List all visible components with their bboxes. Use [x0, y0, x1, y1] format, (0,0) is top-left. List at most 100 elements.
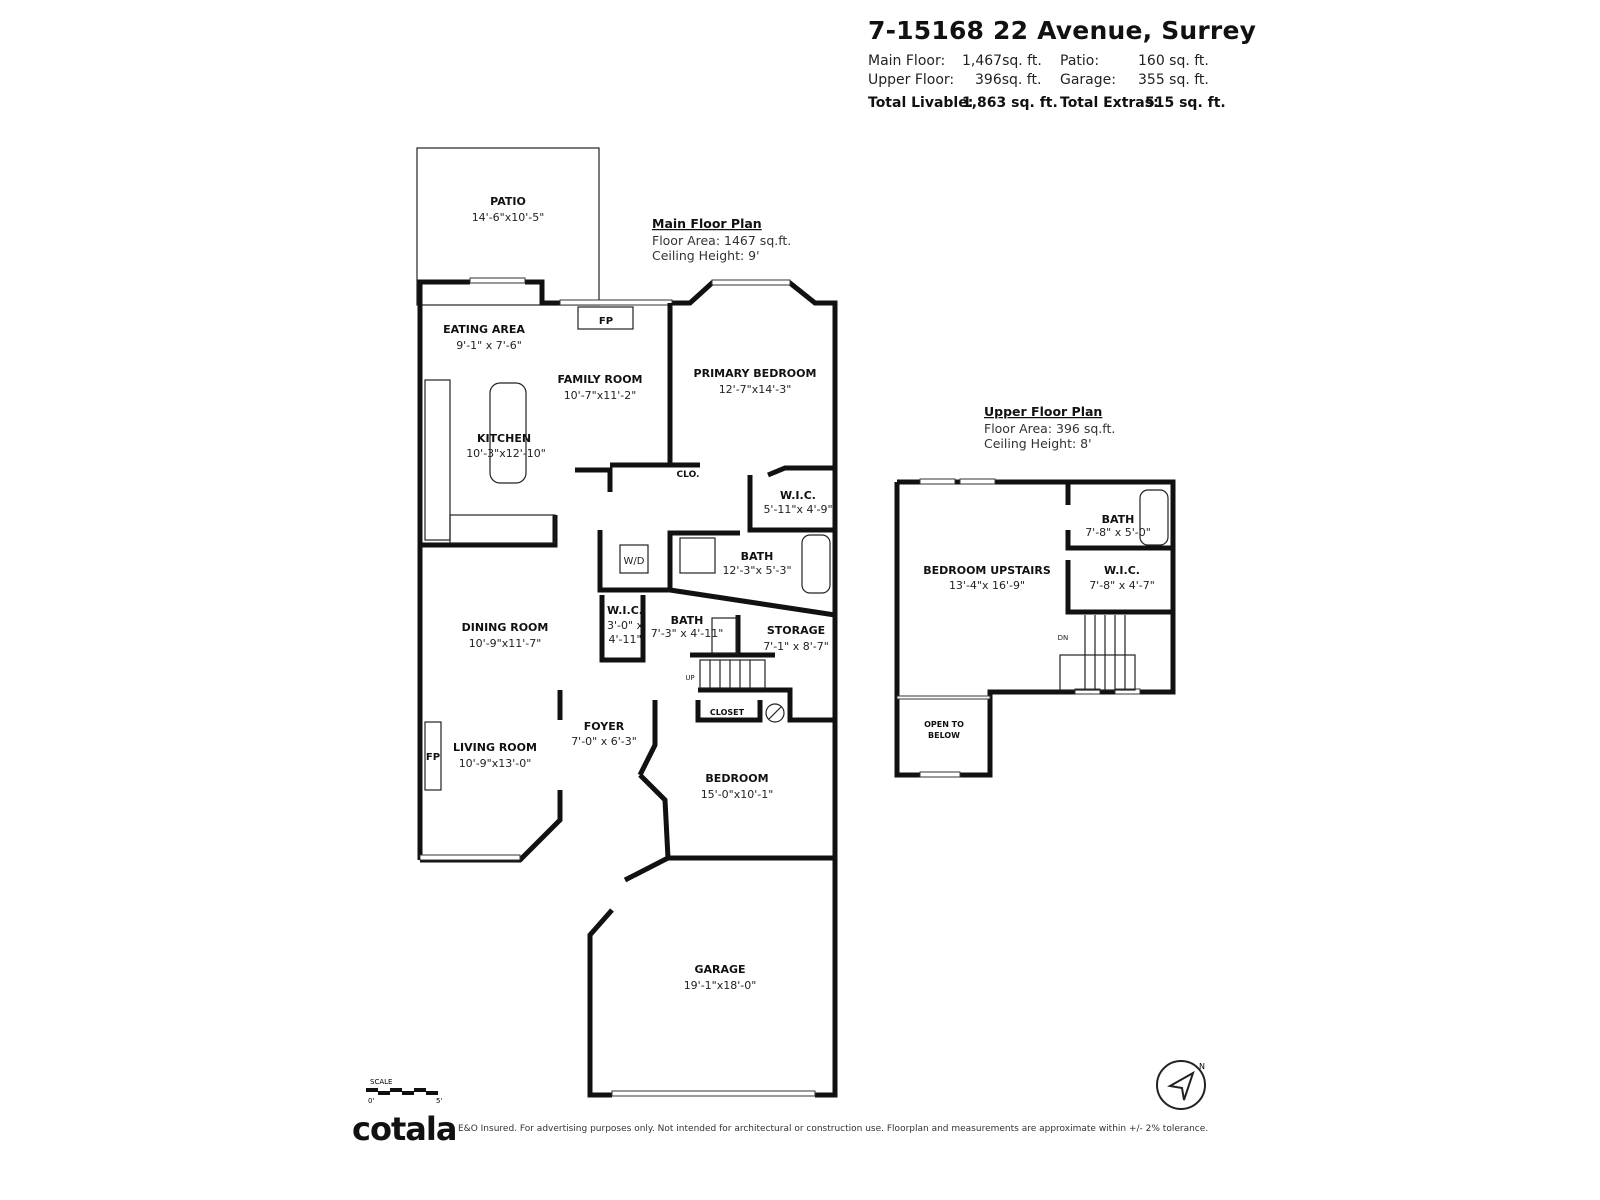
svg-text:7'-1" x 8'-7": 7'-1" x 8'-7": [763, 640, 829, 653]
water-heater: [765, 703, 785, 723]
svg-text:9'-1" x 7'-6": 9'-1" x 7'-6": [456, 339, 522, 352]
cotala-logo: cotala: [352, 1110, 457, 1148]
svg-text:10'-9"x11'-7": 10'-9"x11'-7": [469, 637, 542, 650]
garage-label: Garage:: [1060, 72, 1116, 88]
svg-text:15'-0"x10'-1": 15'-0"x10'-1": [701, 788, 774, 801]
svg-text:N: N: [1199, 1062, 1205, 1071]
upper-floor-value: 396sq. ft.: [975, 72, 1042, 88]
svg-text:W.I.C.: W.I.C.: [1104, 564, 1140, 577]
washer-dryer-label: W/D: [624, 556, 645, 567]
svg-text:0': 0': [368, 1097, 374, 1105]
main-plan-ceiling: Ceiling Height: 9': [652, 248, 760, 263]
patio-outline: [416, 147, 600, 306]
stairs-down-label: DN: [1058, 634, 1069, 642]
room-upper-wic: W.I.C. 7'-8" x 4'-7": [1089, 564, 1155, 592]
svg-text:7'-0" x 6'-3": 7'-0" x 6'-3": [571, 735, 637, 748]
disclaimer-text: E&O Insured. For advertising purposes on…: [458, 1124, 1209, 1134]
total-extras-value: 515 sq. ft.: [1145, 95, 1226, 111]
total-extras-label: Total Extras:: [1060, 95, 1159, 111]
svg-text:BATH: BATH: [741, 550, 774, 563]
svg-text:12'-7"x14'-3": 12'-7"x14'-3": [719, 383, 792, 396]
svg-text:19'-1"x18'-0": 19'-1"x18'-0": [684, 979, 757, 992]
upper-floor-walls: [894, 478, 1176, 778]
svg-text:3'-0" x: 3'-0" x: [607, 619, 644, 632]
svg-text:KITCHEN: KITCHEN: [477, 432, 531, 445]
svg-text:10'-7"x11'-2": 10'-7"x11'-2": [564, 389, 637, 402]
main-floor-value: 1,467sq. ft.: [962, 53, 1042, 69]
svg-text:EATING AREA: EATING AREA: [443, 323, 525, 336]
svg-text:LIVING ROOM: LIVING ROOM: [453, 741, 537, 754]
room-family: FAMILY ROOM 10'-7"x11'-2": [557, 373, 642, 402]
fireplace-family: [577, 306, 634, 330]
svg-text:W.I.C.: W.I.C.: [780, 489, 816, 502]
room-bedroom-upstairs: BEDROOM UPSTAIRS 13'-4"x 16'-9": [923, 564, 1051, 592]
main-floor-walls: [417, 277, 838, 1098]
room-kitchen: KITCHEN 10'-3"x12'-10": [466, 432, 546, 460]
svg-text:BATH: BATH: [1102, 513, 1135, 526]
scale-bar: SCALE 0' 5': [366, 1078, 442, 1105]
open-to-below: OPEN TO BELOW: [924, 720, 964, 740]
svg-text:BELOW: BELOW: [928, 731, 960, 740]
patio-label: Patio:: [1060, 53, 1100, 69]
garage-value: 355 sq. ft.: [1138, 72, 1209, 88]
upper-floor-label: Upper Floor:: [868, 72, 955, 88]
svg-text:7'-8" x 4'-7": 7'-8" x 4'-7": [1089, 579, 1155, 592]
fireplace-living: [424, 721, 442, 791]
shower: [679, 537, 716, 574]
svg-text:7'-3" x 4'-11": 7'-3" x 4'-11": [651, 627, 724, 640]
patio-value: 160 sq. ft.: [1138, 53, 1209, 69]
property-address-title: 7-15168 22 Avenue, Surrey: [868, 16, 1257, 45]
north-arrow-icon: N: [1156, 1060, 1206, 1110]
closet-label: CLOSET: [710, 708, 745, 717]
svg-text:14'-6"x10'-5": 14'-6"x10'-5": [472, 211, 545, 224]
upper-plan-heading: Upper Floor Plan: [984, 404, 1102, 419]
upper-plan-floor-area: Floor Area: 396 sq.ft.: [984, 421, 1115, 436]
svg-text:BEDROOM: BEDROOM: [705, 772, 768, 785]
svg-text:GARAGE: GARAGE: [694, 963, 745, 976]
total-livable-value: 1,863 sq. ft.: [962, 95, 1058, 111]
svg-text:12'-3"x 5'-3": 12'-3"x 5'-3": [722, 564, 791, 577]
svg-text:BEDROOM UPSTAIRS: BEDROOM UPSTAIRS: [923, 564, 1051, 577]
room-wic: W.I.C.3'-0" x4'-11": [607, 604, 644, 646]
svg-text:13'-4"x 16'-9": 13'-4"x 16'-9": [949, 579, 1025, 592]
room-living: LIVING ROOM 10'-9"x13'-0": [453, 741, 537, 770]
fireplace-label: FP: [599, 316, 613, 327]
room-primary-wic: W.I.C.5'-11"x 4'-9": [763, 489, 832, 516]
room-bedroom: BEDROOM 15'-0"x10'-1": [701, 772, 774, 801]
svg-text:PRIMARY BEDROOM: PRIMARY BEDROOM: [694, 367, 817, 380]
room-primary-bedroom: PRIMARY BEDROOM 12'-7"x14'-3": [694, 367, 817, 396]
stairs-upper: [1059, 615, 1136, 691]
upper-plan-ceiling: Ceiling Height: 8': [984, 436, 1092, 451]
svg-text:FOYER: FOYER: [584, 720, 625, 733]
svg-text:10'-3"x12'-10": 10'-3"x12'-10": [466, 447, 546, 460]
svg-text:7'-8" x 5'-0": 7'-8" x 5'-0": [1085, 526, 1151, 539]
room-foyer: FOYER 7'-0" x 6'-3": [571, 720, 637, 748]
svg-text:BATH: BATH: [671, 614, 704, 627]
main-plan-floor-area: Floor Area: 1467 sq.ft.: [652, 233, 791, 248]
svg-text:5'-11"x 4'-9": 5'-11"x 4'-9": [763, 503, 832, 516]
room-garage: GARAGE 19'-1"x18'-0": [684, 963, 757, 992]
closet-label: CLO.: [677, 470, 700, 480]
main-floor-fixtures: [424, 306, 831, 791]
room-eating-area: EATING AREA 9'-1" x 7'-6": [443, 323, 525, 352]
svg-text:OPEN TO: OPEN TO: [924, 720, 964, 729]
main-plan-heading: Main Floor Plan: [652, 216, 762, 231]
room-dining: DINING ROOM 10'-9"x11'-7": [462, 621, 549, 650]
svg-text:5': 5': [436, 1097, 442, 1105]
svg-text:10'-9"x13'-0": 10'-9"x13'-0": [459, 757, 532, 770]
fireplace-label: FP: [426, 752, 440, 763]
svg-text:FAMILY ROOM: FAMILY ROOM: [557, 373, 642, 386]
kitchen-island: [489, 382, 527, 484]
stairs-up-label: UP: [685, 674, 694, 682]
total-livable-label: Total Livable:: [868, 95, 974, 111]
main-floor-label: Main Floor:: [868, 53, 946, 69]
svg-text:W.I.C.: W.I.C.: [607, 604, 643, 617]
washer-dryer: [619, 544, 649, 574]
svg-text:DINING ROOM: DINING ROOM: [462, 621, 549, 634]
